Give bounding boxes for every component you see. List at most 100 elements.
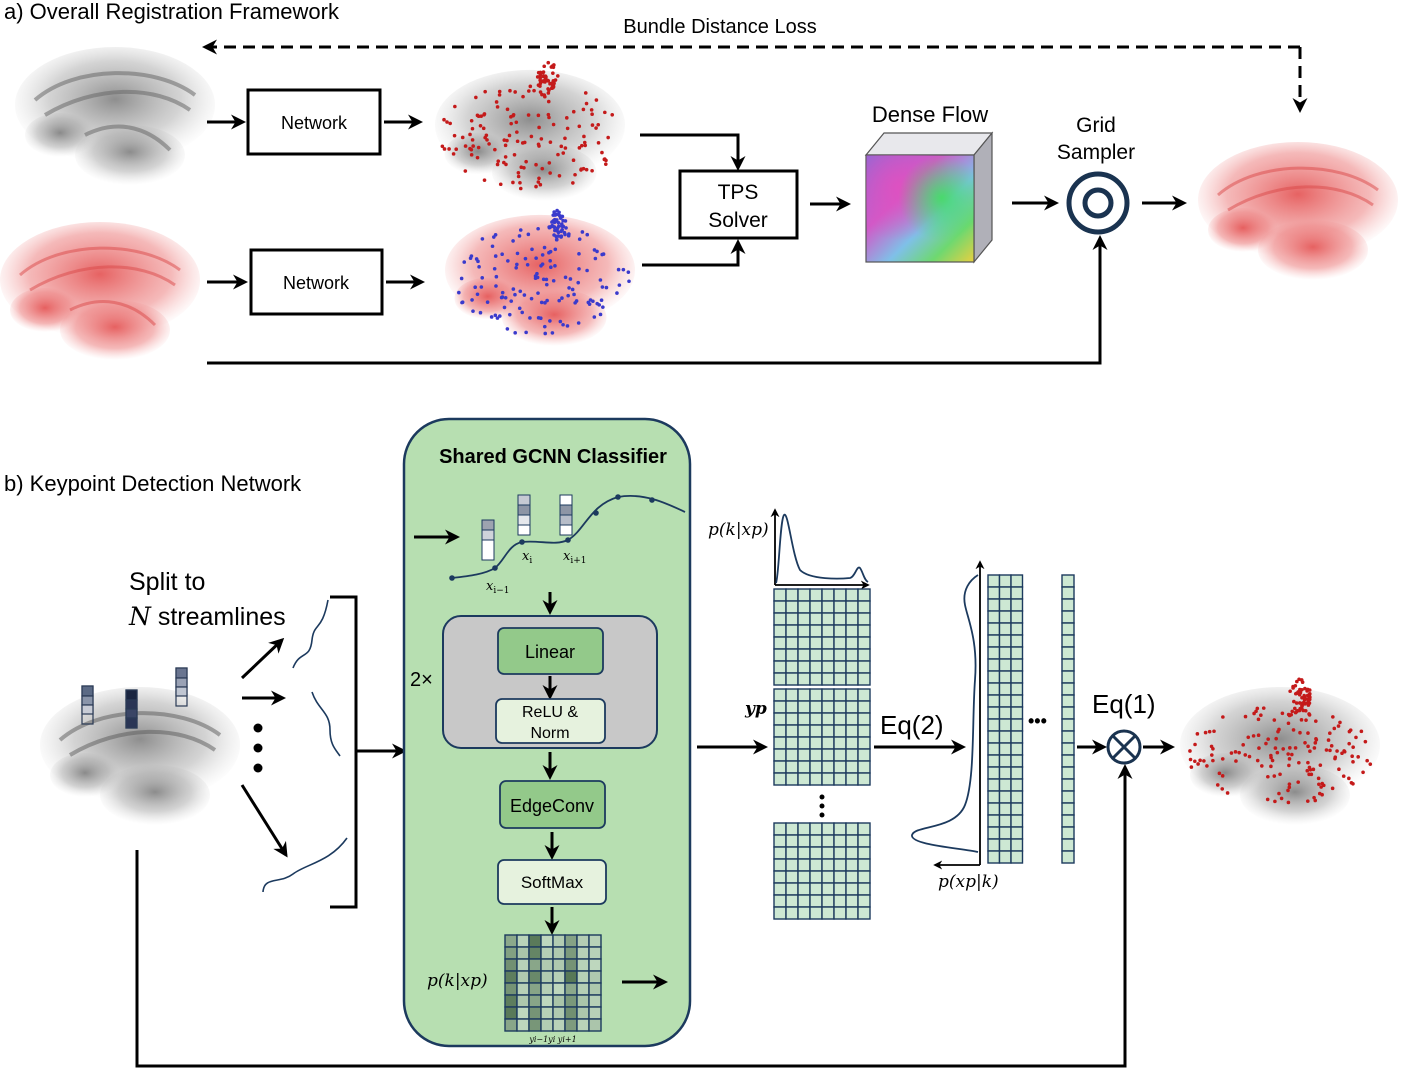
- grid-cell: [809, 882, 823, 896]
- keypoint-dot: [574, 299, 579, 303]
- keypoint-dot: [1305, 687, 1310, 692]
- keypoint-dot: [1205, 764, 1209, 768]
- keypoint-dot: [1320, 792, 1324, 797]
- grid-cell: [809, 648, 823, 662]
- keypoint-dot: [567, 232, 571, 236]
- keypoint-dot: [582, 134, 586, 139]
- keypoint-dot: [1295, 679, 1299, 684]
- grid-cell: [552, 970, 566, 984]
- tps-label-line2: Solver: [708, 209, 768, 232]
- keypoint-dot: [567, 286, 571, 290]
- keypoint-dot: [590, 112, 594, 117]
- keypoint-dot: [1255, 706, 1260, 711]
- grid-cell: [528, 946, 542, 960]
- grid-cell: [833, 894, 847, 908]
- keypoint-dot: [454, 147, 459, 152]
- grid-cell: [797, 636, 811, 650]
- keypoint-dot: [572, 292, 576, 297]
- grid-cell: [1061, 682, 1075, 696]
- grid-cell: [516, 946, 530, 960]
- keypoint-dot: [514, 266, 518, 270]
- grid-cell: [1010, 694, 1024, 708]
- keypoint-dot: [1328, 748, 1332, 753]
- grid-cell: [987, 790, 1001, 804]
- grid-cell: [833, 700, 847, 714]
- grid-cell: [785, 688, 799, 702]
- keypoint-dot: [591, 299, 595, 304]
- keypoint-dot: [1354, 735, 1358, 740]
- keypoint-dot: [518, 180, 522, 185]
- grid-cell: [773, 748, 787, 762]
- keypoint-dot: [502, 138, 507, 142]
- grid-cell: [785, 772, 799, 786]
- grid-cell: [785, 588, 799, 602]
- keypoint-dot: [518, 289, 523, 294]
- keypoint-dot: [442, 117, 446, 122]
- streamline-point-graph: [449, 494, 686, 581]
- keypoint-dot: [482, 113, 486, 117]
- keypoint-dot: [548, 140, 553, 144]
- keypoint-dot: [530, 247, 534, 252]
- input-brain-image: [40, 687, 240, 825]
- grid-block: [987, 574, 1024, 864]
- keypoint-dot: [511, 239, 515, 243]
- grid-cell: [821, 712, 835, 726]
- grid-cell: [821, 624, 835, 638]
- grid-cell: [845, 712, 859, 726]
- grid-cell: [797, 760, 811, 774]
- grid-cell: [576, 994, 590, 1008]
- keypoint-dot: [1303, 686, 1307, 691]
- grid-cell: [588, 934, 602, 948]
- keypoint-dot: [1356, 755, 1360, 759]
- keypoint-dot: [553, 228, 557, 233]
- keypoint-dot: [586, 300, 591, 305]
- keypoint-dot: [596, 122, 601, 127]
- fixed-brain-image: [0, 222, 200, 360]
- grid-cell: [857, 660, 871, 674]
- grid-cell: [833, 600, 847, 614]
- y-index-labels: yi−1yi yi+1: [528, 1035, 576, 1044]
- keypoint-dot: [534, 184, 538, 189]
- keypoint-dot: [549, 81, 554, 86]
- grid-cell: [1061, 706, 1075, 720]
- keypoint-dot: [520, 310, 525, 315]
- keypoint-dot: [538, 84, 542, 88]
- grid-cell: [773, 882, 787, 896]
- keypoint-dot: [539, 300, 544, 305]
- keypoint-dot: [1308, 749, 1312, 754]
- grid-cell: [1061, 598, 1075, 612]
- keypoint-dot: [541, 70, 546, 74]
- keypoint-dot: [551, 278, 556, 283]
- keypoint-dot: [447, 147, 451, 151]
- keypoint-dot: [1273, 746, 1278, 750]
- streamline-bracket: [330, 595, 358, 909]
- grid-cell: [821, 822, 835, 836]
- keypoint-dot: [1220, 787, 1225, 791]
- keypoint-dot: [1280, 711, 1285, 716]
- grid-cell: [857, 870, 871, 884]
- keypoint-dot: [1278, 772, 1282, 777]
- keypoint-dot: [452, 133, 457, 138]
- keypoint-dot: [557, 298, 561, 303]
- grid-cell: [552, 1006, 566, 1020]
- keypoint-dot: [535, 271, 539, 276]
- keypoint-dot: [547, 161, 552, 165]
- grid-cell: [540, 946, 554, 960]
- grid-cell: [857, 882, 871, 896]
- grid-cell: [1010, 682, 1024, 696]
- keypoint-dot: [1314, 719, 1318, 723]
- keypoint-dot: [1196, 762, 1200, 766]
- keypoint-dot: [1340, 751, 1344, 756]
- grid-cell: [1010, 646, 1024, 660]
- grid-cell: [809, 660, 823, 674]
- keypoint-dot: [539, 316, 543, 321]
- gcnn-classifier-title: Shared GCNN Classifier: [439, 446, 667, 468]
- keypoint-dot: [1306, 744, 1310, 749]
- grid-cell: [773, 822, 787, 836]
- keypoint-dot: [551, 85, 556, 89]
- keypoint-dot: [524, 159, 528, 164]
- grid-cell: [845, 612, 859, 626]
- keypoint-dot: [1351, 781, 1355, 786]
- keypoint-dot: [548, 171, 552, 175]
- grid-cell: [1061, 766, 1075, 780]
